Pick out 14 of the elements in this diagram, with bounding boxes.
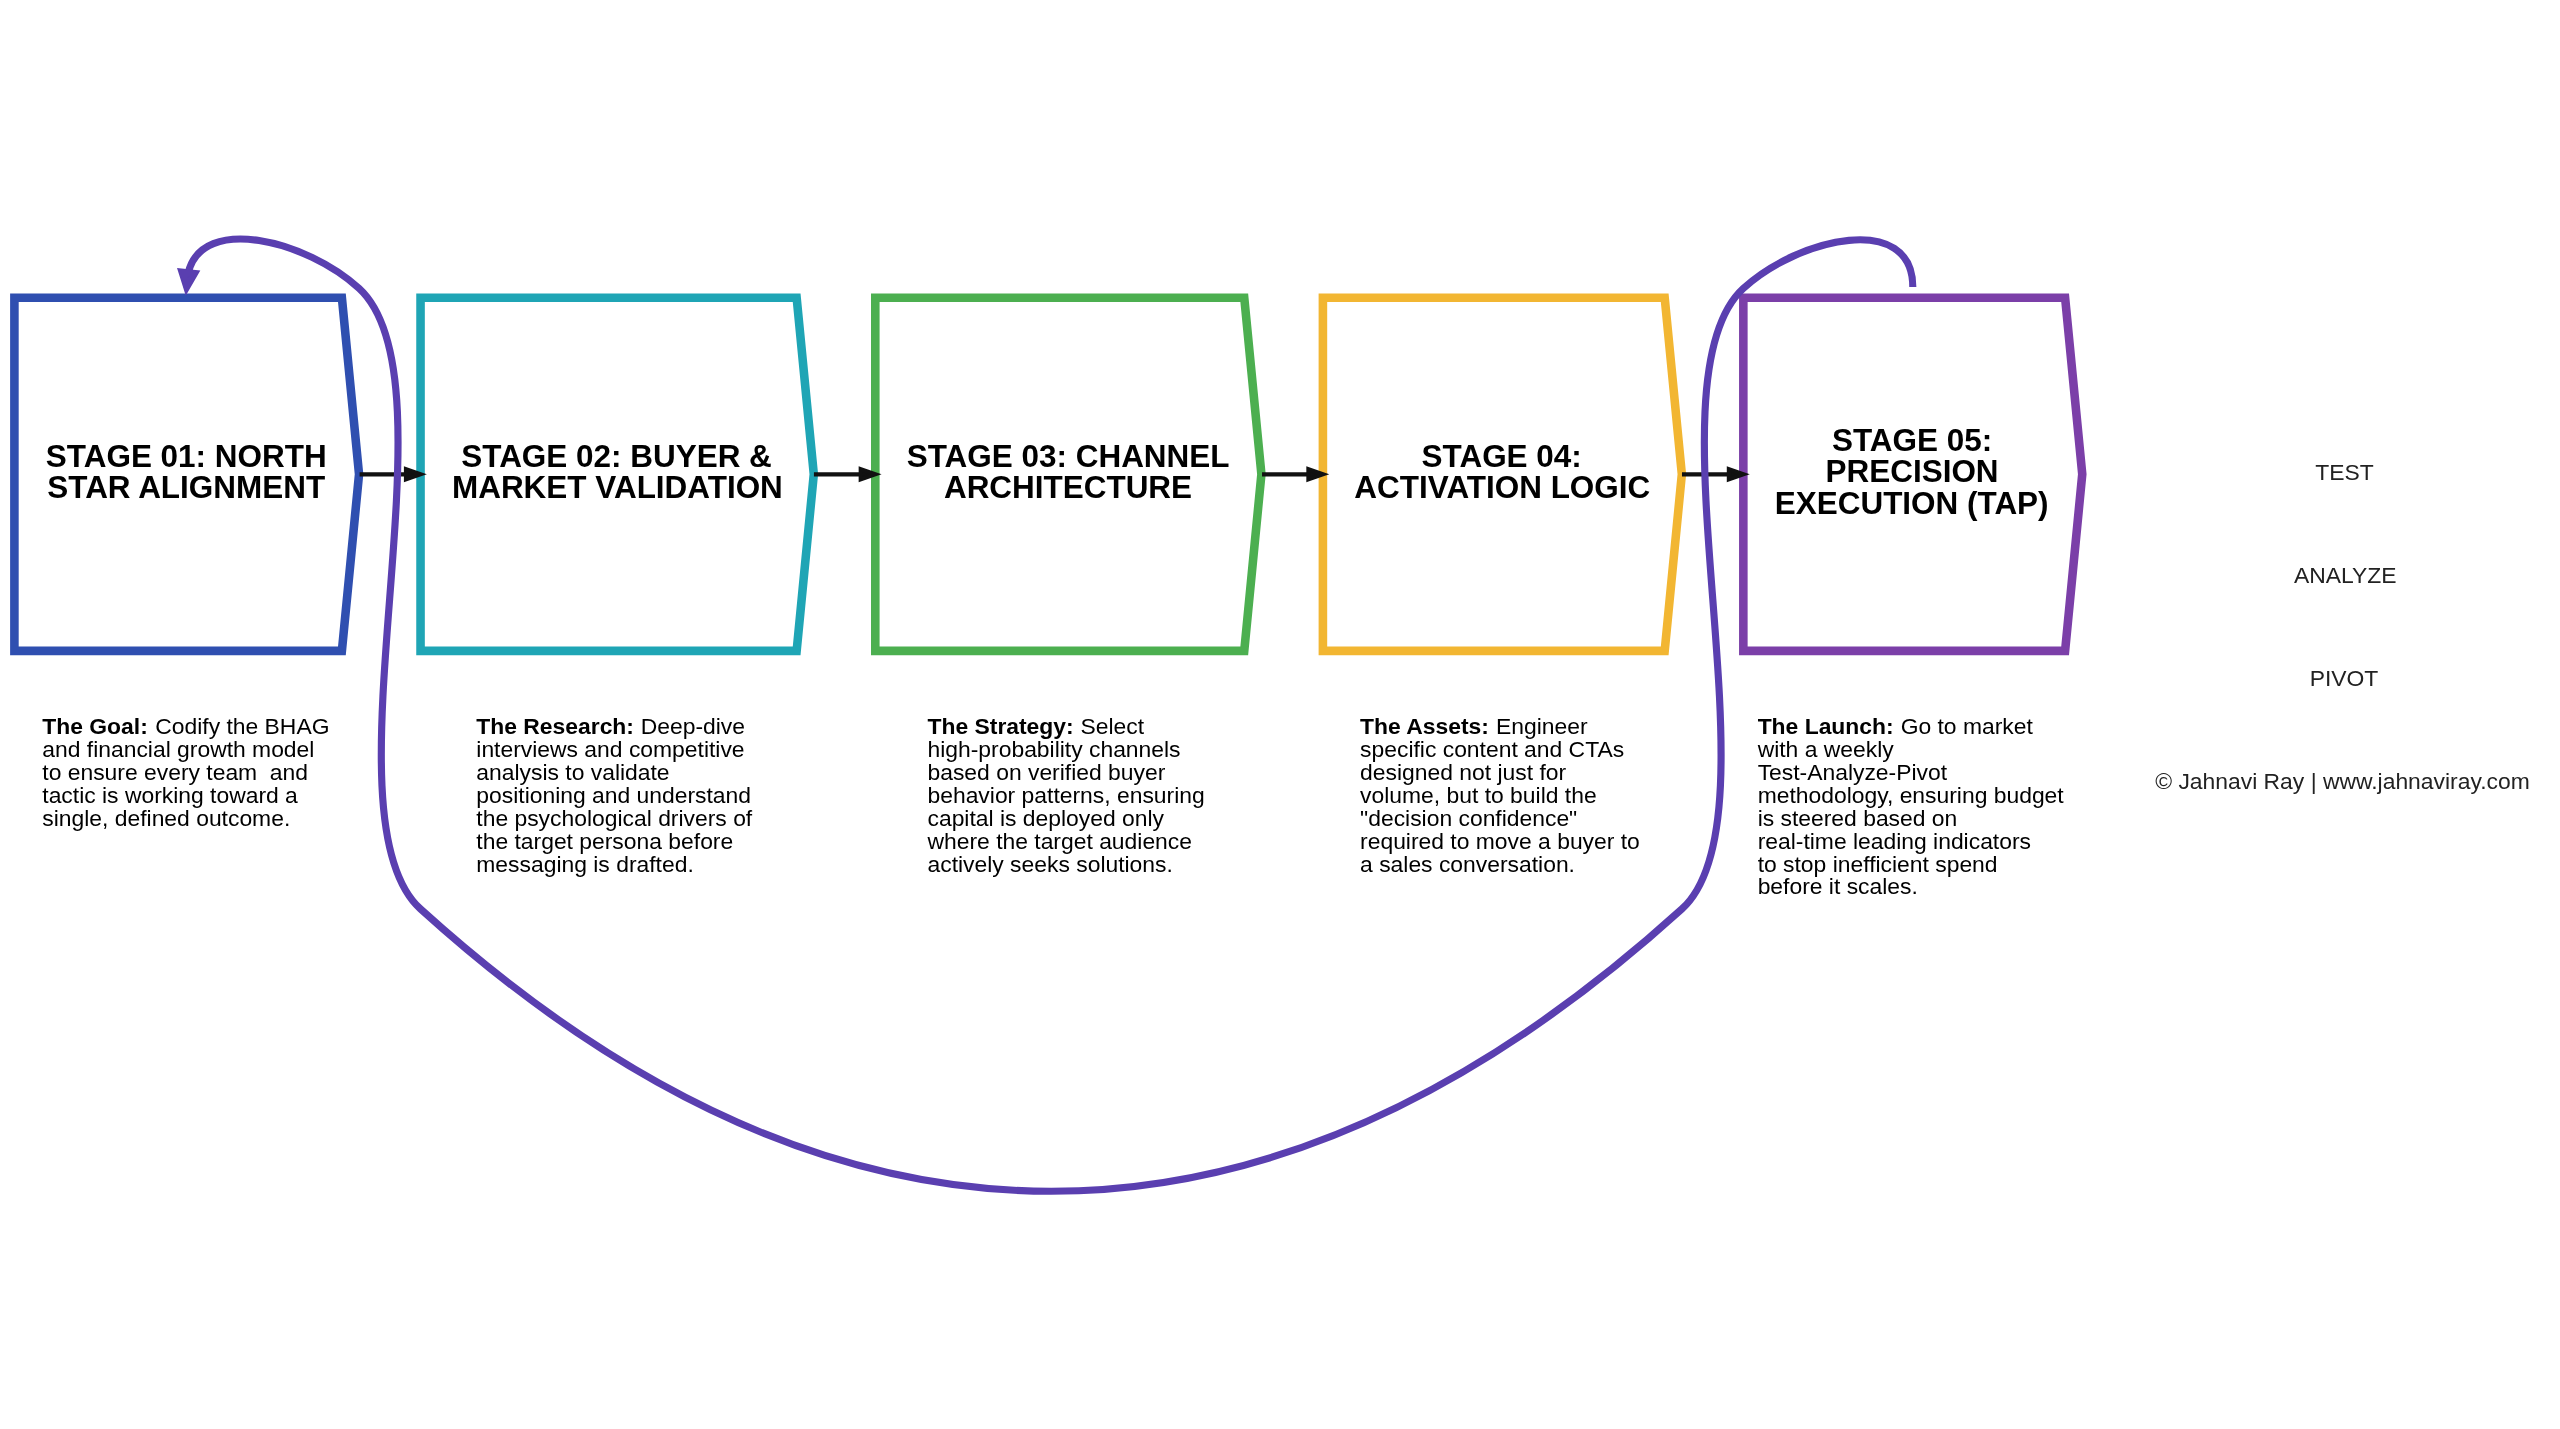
node-label: The Goal: Codify the BHAG and financial growth model to ensure every team and tactic is working toward a single, defined outcome. xyxy=(42,712,330,831)
arrow xyxy=(359,465,427,482)
arrow xyxy=(1262,465,1330,482)
node-label: The Launch: Go to market with a weekly Test-Analyze-Pivot methodology, ensuring budget is steered based on real-time leading indicators to stop inefficient spend before it scales. xyxy=(1757,712,2064,899)
label: © Jahnavi Ray | www.jahnaviray.com xyxy=(2155,767,2530,794)
label: PIVOT xyxy=(2309,664,2379,691)
node-label: The Research: Deep-dive interviews and competitive analysis to validate positioning and understand the psychological drivers of the target persona before messaging is drafted. xyxy=(476,712,753,877)
label: TEST xyxy=(2315,458,2374,485)
node-label: The Strategy: Select high-probability channels based on verified buyer behavior patterns, ensuring capital is deployed only where the target audience actively seeks solutions. xyxy=(927,712,1205,877)
arrow xyxy=(1681,465,1750,482)
arrow xyxy=(813,465,882,482)
label: ANALYZE xyxy=(2293,561,2397,588)
arrow xyxy=(177,235,1917,1194)
node-label: The Assets: Engineer specific content and CTAs designed not just for volume, but to build the "decision confidence" required to move a buyer to a sales conversation. xyxy=(1360,712,1640,877)
